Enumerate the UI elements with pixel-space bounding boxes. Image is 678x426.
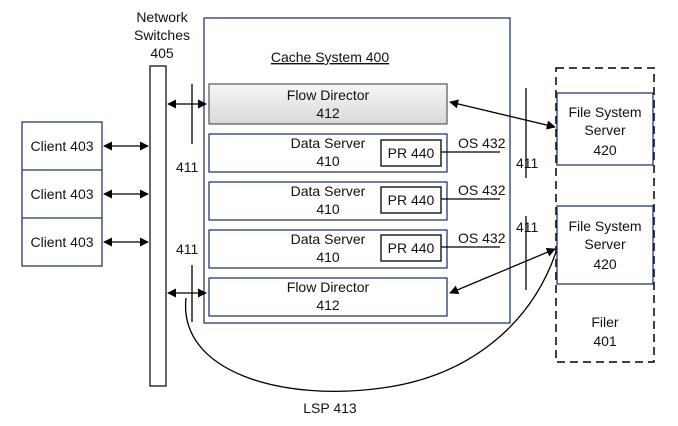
network-switches-number: 405 bbox=[150, 45, 174, 61]
link-411-left-top-label: 411 bbox=[176, 159, 199, 175]
data-server-2-name: Data Server bbox=[291, 183, 366, 199]
client-stack-box bbox=[21, 121, 103, 267]
pr-label-3: PR 440 bbox=[388, 240, 435, 256]
file-server-top-number: 420 bbox=[593, 142, 617, 158]
file-system-server-top bbox=[556, 92, 654, 166]
pr-box-1 bbox=[380, 139, 442, 167]
filer-number: 401 bbox=[593, 333, 617, 349]
file-system-server-bottom bbox=[556, 205, 654, 285]
os-label-3: OS 432 bbox=[458, 230, 506, 246]
os-label-1: OS 432 bbox=[458, 135, 506, 151]
flow-director-top bbox=[208, 83, 448, 125]
cache-system-title: Cache System 400 bbox=[271, 49, 389, 65]
data-server-3-name: Data Server bbox=[291, 231, 366, 247]
file-server-top-line2: Server bbox=[584, 122, 626, 138]
pr-label-2: PR 440 bbox=[388, 192, 435, 208]
link-411-right-bottom-label: 411 bbox=[516, 219, 539, 235]
client-label: Client 403 bbox=[30, 138, 93, 154]
flow-director-file-server-top-arrow bbox=[449, 99, 556, 130]
pr-label-1: PR 440 bbox=[388, 145, 435, 161]
lsp-label: LSP 413 bbox=[303, 400, 357, 416]
client-stack: Client 403 Client 403 Client 403 bbox=[21, 121, 103, 267]
pr-box-2 bbox=[380, 186, 442, 214]
os-label-2: OS 432 bbox=[458, 182, 506, 198]
file-server-bottom-line2: Server bbox=[584, 236, 626, 252]
pr-box-3 bbox=[380, 234, 442, 262]
flow-director-bottom-number: 412 bbox=[316, 297, 340, 313]
file-server-bottom-number: 420 bbox=[593, 256, 617, 272]
network-switch-bar bbox=[149, 65, 167, 387]
data-server-2-number: 410 bbox=[316, 201, 340, 217]
filer-label: Filer bbox=[591, 314, 619, 330]
cache-system-box bbox=[203, 17, 511, 324]
file-server-bottom-line1: File System bbox=[568, 218, 641, 234]
data-server-1-name: Data Server bbox=[291, 135, 366, 151]
link-411-right-top-label: 411 bbox=[516, 155, 539, 171]
client-label: Client 403 bbox=[30, 186, 93, 202]
client-label: Client 403 bbox=[30, 234, 93, 250]
flow-director-bottom bbox=[208, 277, 448, 317]
flow-director-top-name: Flow Director bbox=[287, 87, 370, 103]
network-switches-label-line1: Network bbox=[136, 9, 188, 25]
filer-box bbox=[555, 67, 655, 363]
file-server-top-line1: File System bbox=[568, 104, 641, 120]
link-411-left-bottom-label: 411 bbox=[176, 241, 199, 257]
network-switches-label-line2: Switches bbox=[134, 27, 190, 43]
lsp-curve bbox=[185, 251, 557, 392]
data-server-3-number: 410 bbox=[316, 249, 340, 265]
data-server-1-number: 410 bbox=[316, 153, 340, 169]
flow-director-file-server-bottom-arrow bbox=[449, 247, 556, 295]
flow-director-bottom-name: Flow Director bbox=[287, 279, 370, 295]
flow-director-top-number: 412 bbox=[316, 105, 340, 121]
